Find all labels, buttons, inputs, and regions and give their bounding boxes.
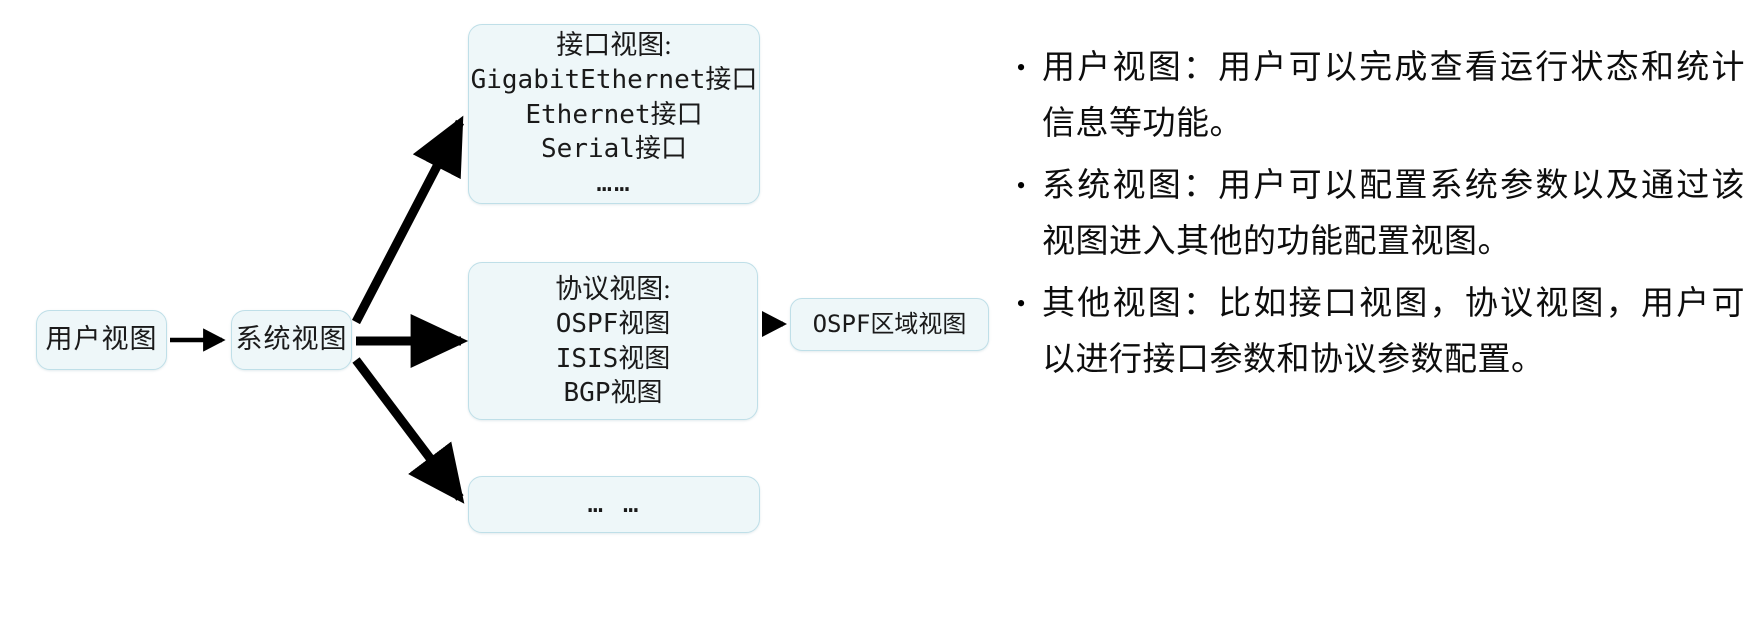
node-protocol-view[interactable]: 协议视图: OSPF视图 ISIS视图 BGP视图 (468, 262, 758, 420)
node-user-view[interactable]: 用户视图 (36, 310, 167, 370)
bullet-text-3: 其他视图：比如接口视图，协议视图，用户可以进行接口参数和协议参数配置。 (1042, 286, 1745, 378)
node-interface-view-line-3: Serial接口 (541, 133, 687, 164)
node-interface-view-line-2: Ethernet接口 (525, 99, 703, 130)
node-protocol-view-line-2: ISIS视图 (555, 343, 671, 374)
bullet-marker-icon: • (1016, 53, 1026, 82)
node-interface-view-title: 接口视图: (556, 29, 672, 60)
node-system-view-label: 系统视图 (235, 324, 348, 355)
bullet-marker-icon: • (1016, 289, 1026, 318)
node-interface-view-line-4: …… (596, 168, 632, 199)
node-user-view-label: 用户视图 (45, 324, 158, 355)
node-interface-view[interactable]: 接口视图: GigabitEthernet接口 Ethernet接口 Seria… (468, 24, 760, 204)
list-item: • 其他视图：比如接口视图，协议视图，用户可以进行接口参数和协议参数配置。 (1000, 276, 1745, 388)
arrow-system-to-other (352, 357, 465, 504)
node-interface-view-line-1: GigabitEthernet接口 (470, 65, 758, 96)
arrow-system-to-interface (352, 115, 464, 325)
node-other-view-label: … … (587, 489, 641, 520)
node-protocol-view-line-1: OSPF视图 (555, 309, 671, 340)
list-item: • 用户视图：用户可以完成查看运行状态和统计信息等功能。 (1000, 40, 1745, 152)
bullet-text-2: 系统视图：用户可以配置系统参数以及通过该视图进入其他的功能配置视图。 (1042, 168, 1745, 260)
node-system-view[interactable]: 系统视图 (231, 310, 352, 370)
node-ospf-area-view-label: OSPF区域视图 (812, 309, 967, 338)
node-ospf-area-view[interactable]: OSPF区域视图 (790, 298, 989, 351)
node-protocol-view-line-3: BGP视图 (563, 377, 663, 408)
node-protocol-view-title: 协议视图: (555, 273, 671, 304)
bullet-text-1: 用户视图：用户可以完成查看运行状态和统计信息等功能。 (1042, 50, 1745, 142)
node-other-view[interactable]: … … (468, 476, 760, 533)
list-item: • 系统视图：用户可以配置系统参数以及通过该视图进入其他的功能配置视图。 (1000, 158, 1745, 270)
bullet-list: • 用户视图：用户可以完成查看运行状态和统计信息等功能。 • 系统视图：用户可以… (1000, 40, 1745, 394)
bullet-marker-icon: • (1016, 171, 1026, 200)
